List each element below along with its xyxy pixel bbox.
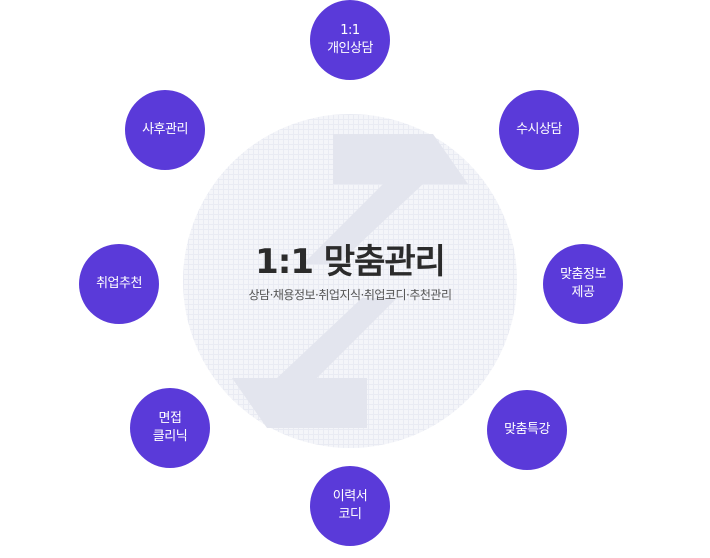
center-title: 1:1 맞춤관리 [255,242,446,282]
node-label-line: 맞춤정보 [560,267,606,282]
circular-arrows-icon [232,134,468,428]
node-label-line: 1:1 [340,23,360,38]
node-label-line: 맞춤특강 [504,422,550,437]
node-aftercare[interactable]: 사후관리 [125,90,205,170]
node-custom-lecture[interactable]: 맞춤특강 [487,390,567,470]
node-regular-counseling[interactable]: 수시상담 [499,90,579,170]
node-interview-clinic[interactable]: 면접 클리닉 [130,388,210,468]
arrow-shape-upper [303,134,468,264]
node-individual-counseling[interactable]: 1:1 개인상담 [310,0,390,80]
node-resume-coaching[interactable]: 이력서 코디 [310,466,390,546]
center-disc [183,114,517,448]
node-label-line: 수시상담 [516,122,562,137]
arrow-shape-lower [232,298,397,428]
node-custom-info[interactable]: 맞춤정보 제공 [543,244,623,324]
node-label-line: 사후관리 [142,122,188,137]
node-label-line: 클리닉 [152,429,188,444]
center-subtitle: 상담·채용정보·취업지식·취업코디·추천관리 [248,288,452,302]
node-label-line: 취업추천 [96,276,142,291]
node-label-line: 이력서 [332,489,368,504]
node-label-line: 면접 [158,411,182,426]
node-label-line: 코디 [338,507,362,522]
node-label-line: 개인상담 [327,41,373,56]
node-label-line: 제공 [571,285,595,300]
node-job-recommendation[interactable]: 취업추천 [79,244,159,324]
